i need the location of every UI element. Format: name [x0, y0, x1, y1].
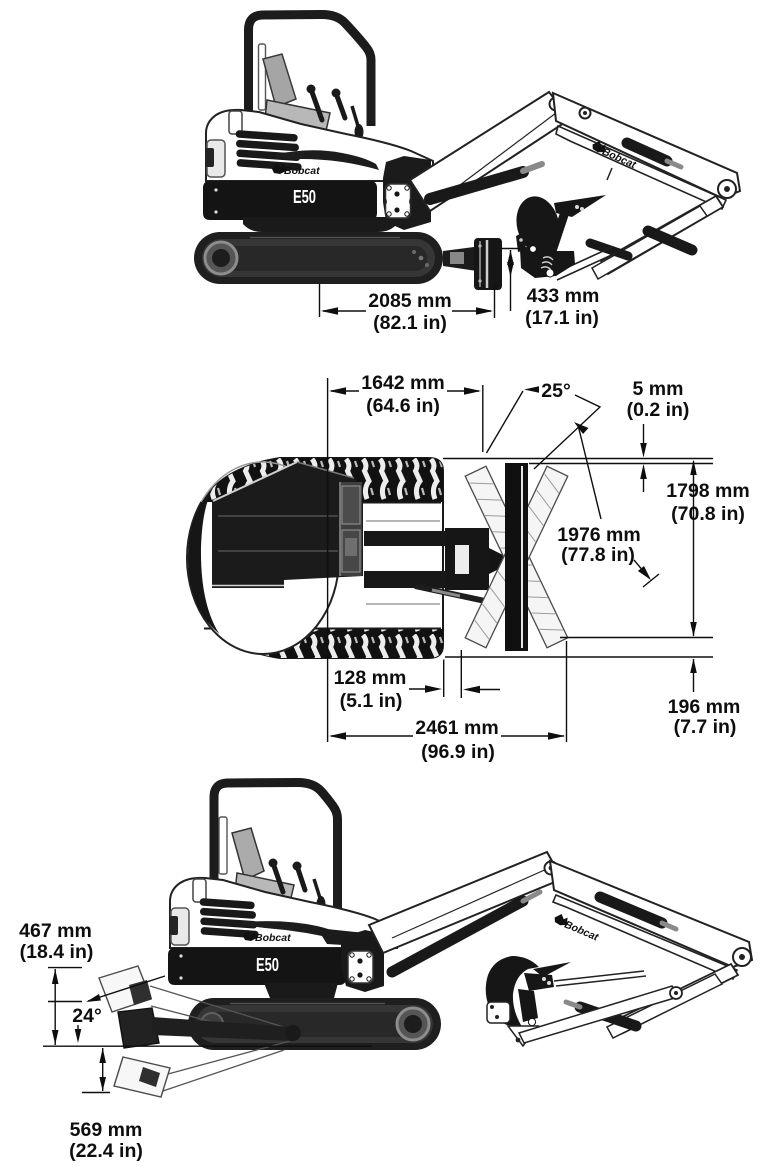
svg-text:569 mm: 569 mm [70, 1119, 143, 1141]
svg-text:E50: E50 [293, 187, 316, 207]
svg-text:2085 mm: 2085 mm [368, 290, 451, 312]
svg-text:Bobcat: Bobcat [284, 165, 320, 177]
svg-text:(7.7 in): (7.7 in) [674, 716, 737, 738]
svg-text:1976 mm: 1976 mm [557, 524, 640, 546]
svg-text:(5.1 in): (5.1 in) [340, 690, 403, 712]
svg-text:(82.1 in): (82.1 in) [373, 312, 447, 334]
svg-text:433 mm: 433 mm [527, 285, 600, 307]
svg-text:E50: E50 [256, 955, 279, 975]
svg-text:(18.4 in): (18.4 in) [20, 941, 94, 963]
svg-text:25°: 25° [541, 380, 571, 402]
svg-text:196 mm: 196 mm [668, 696, 741, 718]
svg-text:1798 mm: 1798 mm [666, 480, 749, 502]
svg-text:Bobcat: Bobcat [255, 932, 291, 944]
svg-text:Bobcat: Bobcat [563, 919, 601, 944]
svg-text:(77.8 in): (77.8 in) [561, 544, 635, 566]
svg-text:2461 mm: 2461 mm [415, 717, 498, 739]
svg-text:24°: 24° [72, 1005, 102, 1027]
svg-text:467 mm: 467 mm [19, 920, 92, 942]
svg-text:(17.1 in): (17.1 in) [525, 307, 599, 329]
svg-text:128 mm: 128 mm [334, 667, 407, 689]
svg-text:(64.6 in): (64.6 in) [366, 395, 440, 417]
svg-text:(22.4 in): (22.4 in) [69, 1140, 143, 1162]
svg-text:(70.8 in): (70.8 in) [671, 503, 745, 525]
svg-text:1642 mm: 1642 mm [361, 372, 444, 394]
svg-text:(0.2 in): (0.2 in) [627, 399, 690, 421]
svg-text:(96.9 in): (96.9 in) [421, 741, 495, 763]
svg-text:5 mm: 5 mm [633, 378, 684, 400]
